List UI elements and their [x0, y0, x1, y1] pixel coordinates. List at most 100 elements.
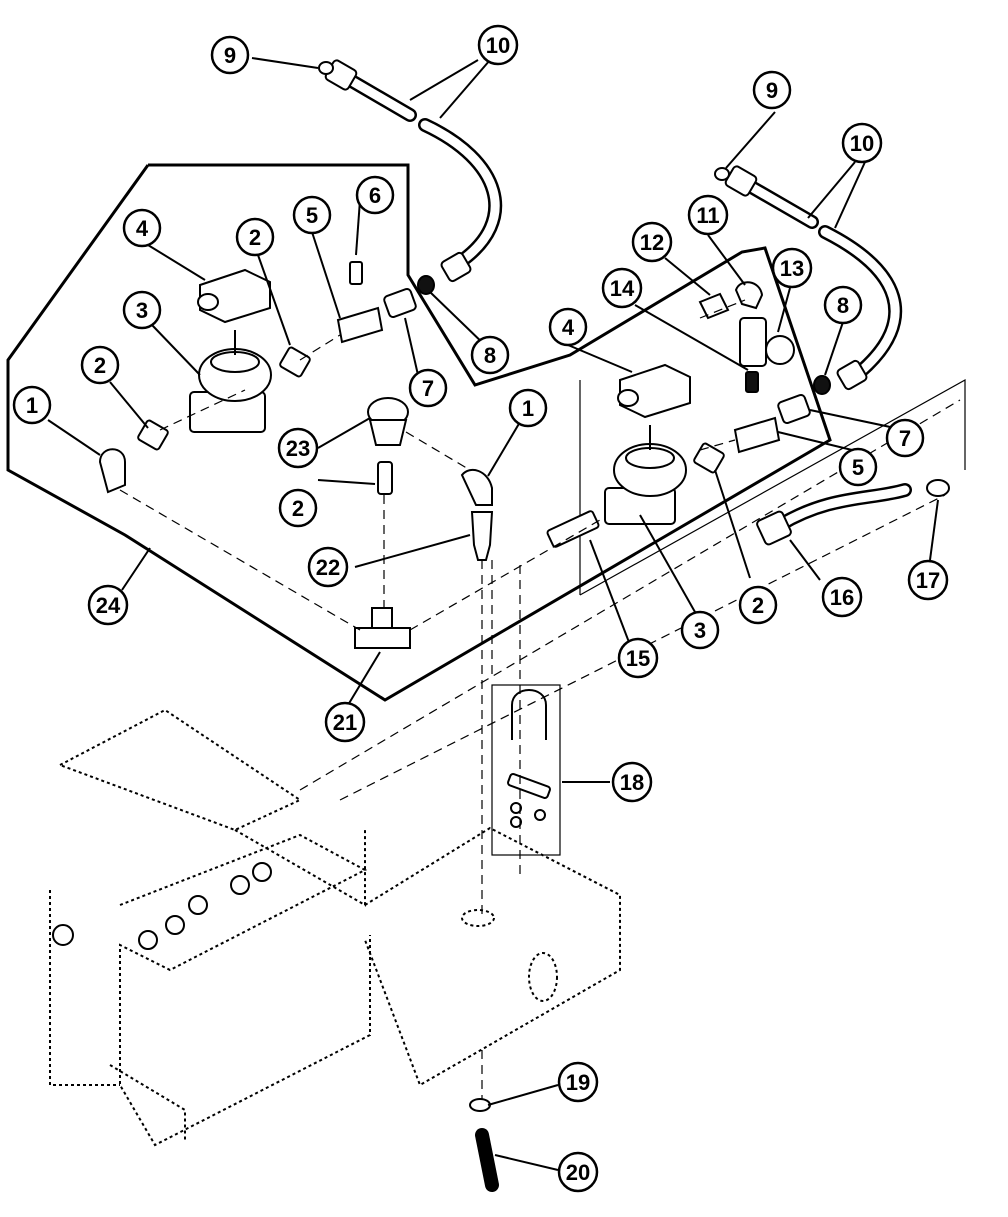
- svg-text:4: 4: [562, 315, 575, 340]
- svg-text:8: 8: [484, 343, 496, 368]
- nipple-2-a: [279, 346, 311, 378]
- svg-text:5: 5: [852, 455, 864, 480]
- svg-text:1: 1: [522, 396, 534, 421]
- svg-text:2: 2: [249, 225, 261, 250]
- callout-15: 15: [617, 637, 659, 679]
- svg-text:8: 8: [837, 293, 849, 318]
- svg-text:15: 15: [626, 646, 650, 671]
- callout-5-left: 5: [292, 195, 332, 235]
- callout-4-left: 4: [122, 208, 162, 248]
- callout-22: 22: [307, 546, 349, 588]
- washer-8-right: [813, 375, 831, 395]
- nipple-15: [546, 510, 600, 548]
- callout-24: 24: [87, 584, 129, 626]
- svg-text:17: 17: [916, 568, 940, 593]
- callout-21: 21: [324, 701, 366, 743]
- svg-text:10: 10: [850, 131, 874, 156]
- svg-text:6: 6: [369, 183, 381, 208]
- machine-cabinet: [49, 708, 621, 1147]
- solenoid-coil-right-4: [617, 363, 691, 419]
- callout-8-left: 8: [470, 335, 510, 375]
- nipple-14: [745, 371, 759, 393]
- svg-text:21: 21: [333, 710, 357, 735]
- svg-text:22: 22: [316, 555, 340, 580]
- svg-text:13: 13: [780, 256, 804, 281]
- washer-8-left: [417, 275, 435, 295]
- callout-17: 17: [907, 559, 949, 601]
- svg-text:4: 4: [136, 216, 149, 241]
- callout-23: 23: [277, 427, 319, 469]
- svg-text:5: 5: [306, 203, 318, 228]
- svg-text:19: 19: [566, 1070, 590, 1095]
- elbow-1-left: [98, 448, 126, 494]
- svg-text:1: 1: [26, 393, 38, 418]
- vacuum-breaker-23: [367, 397, 409, 446]
- elbow-1-right: [460, 468, 493, 506]
- callout-3-left: 3: [122, 290, 162, 330]
- solenoid-valve-right-3: [604, 425, 687, 525]
- callout-11: 11: [687, 194, 729, 236]
- svg-text:2: 2: [752, 593, 764, 618]
- svg-text:3: 3: [136, 298, 148, 323]
- check-valve-13: [739, 317, 795, 367]
- svg-text:14: 14: [610, 276, 635, 301]
- callout-9-left: 9: [210, 35, 250, 75]
- adapter-7-left: [383, 288, 417, 318]
- callout-3-right: 3: [680, 610, 720, 650]
- svg-text:7: 7: [422, 376, 434, 401]
- nipple-6: [349, 261, 363, 285]
- callout-8-right: 8: [823, 285, 863, 325]
- svg-text:3: 3: [694, 618, 706, 643]
- callout-6: 6: [355, 175, 395, 215]
- drain-hose-16: [756, 483, 912, 546]
- clamp-17: [926, 479, 950, 497]
- callout-2-d: 2: [738, 585, 778, 625]
- solenoid-coil-left-4: [197, 268, 271, 324]
- svg-text:9: 9: [766, 78, 778, 103]
- callout-16: 16: [821, 576, 863, 618]
- elbow-11: [734, 281, 764, 310]
- callout-14: 14: [601, 267, 643, 309]
- callouts: 1 1 2 2 2 2 3 3 4 4 5 5 6 7 7 8 8 9 9 10…: [12, 24, 949, 1193]
- svg-text:9: 9: [224, 43, 236, 68]
- solenoid-valve-left-3: [189, 330, 272, 433]
- callout-1-left: 1: [12, 385, 52, 425]
- svg-text:11: 11: [696, 203, 719, 228]
- callout-19: 19: [557, 1061, 599, 1103]
- callout-2-b: 2: [80, 345, 120, 385]
- svg-text:10: 10: [486, 33, 510, 58]
- callout-4-right: 4: [548, 307, 588, 347]
- tee-5-right: [733, 416, 781, 454]
- clamp-19: [469, 1098, 491, 1112]
- barb-fitting-22: [470, 511, 494, 561]
- washer-9-right: [714, 167, 730, 181]
- callout-20: 20: [557, 1151, 599, 1193]
- tee-21: [354, 607, 411, 649]
- callout-10-left: 10: [477, 24, 519, 66]
- svg-text:7: 7: [899, 426, 911, 451]
- callout-7-left: 7: [408, 368, 448, 408]
- right-assembly-dashed-box: [579, 378, 966, 596]
- mounting-kit-18: [491, 684, 561, 856]
- adapter-7-right: [777, 394, 811, 424]
- tube-20: [475, 1128, 499, 1192]
- callout-5-right: 5: [838, 447, 878, 487]
- callout-leaders: [47, 57, 939, 1171]
- callout-1-right: 1: [508, 388, 548, 428]
- svg-text:12: 12: [640, 230, 664, 255]
- tee-5-left: [336, 306, 384, 344]
- washer-9-left: [318, 61, 334, 75]
- hose-left-10: [324, 59, 503, 283]
- nipple-2-b: [137, 419, 169, 451]
- callout-13: 13: [771, 247, 813, 289]
- svg-text:2: 2: [94, 353, 106, 378]
- nipple-2-d: [693, 442, 725, 474]
- callout-9-right: 9: [752, 70, 792, 110]
- svg-text:2: 2: [292, 496, 304, 521]
- callout-18: 18: [611, 761, 653, 803]
- callout-2-c: 2: [278, 488, 318, 528]
- nipple-2-c: [377, 461, 393, 495]
- svg-text:16: 16: [830, 585, 854, 610]
- callout-10-right: 10: [841, 122, 883, 164]
